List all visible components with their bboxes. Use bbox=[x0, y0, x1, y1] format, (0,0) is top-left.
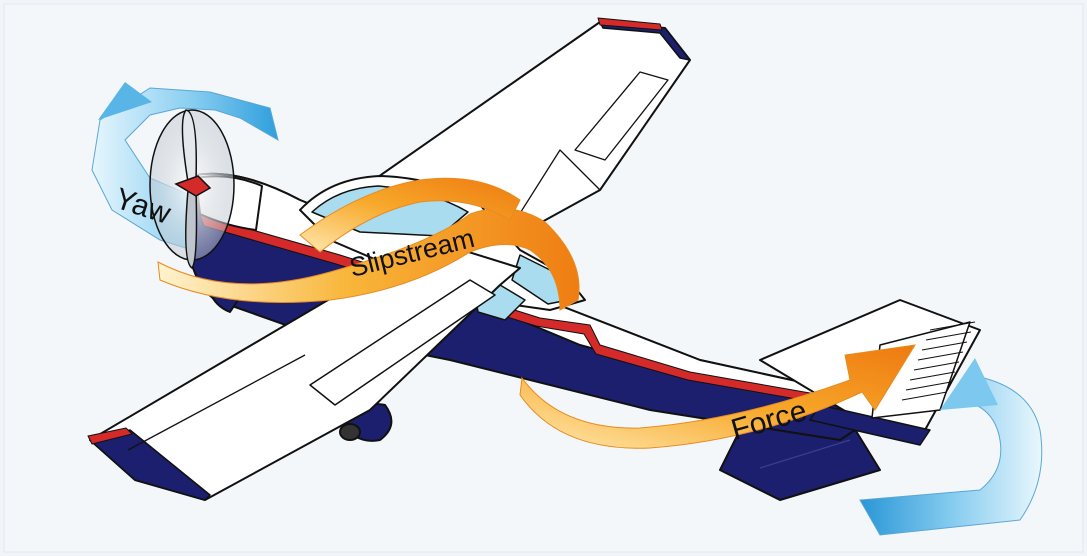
diagram-canvas: Yaw Slipstream Force bbox=[0, 0, 1087, 556]
slipstream-diagram: Yaw Slipstream Force bbox=[0, 0, 1087, 556]
